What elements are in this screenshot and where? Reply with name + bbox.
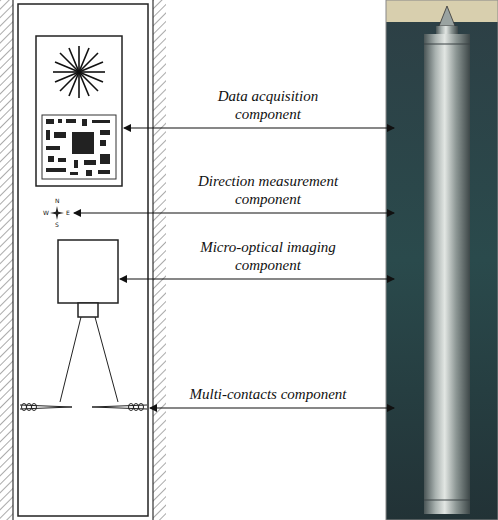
component-label: Multi-contacts component	[158, 385, 378, 403]
compass-letter: S	[55, 222, 59, 228]
compass-letter: N	[55, 198, 60, 204]
compass-letter: W	[43, 210, 49, 216]
component-label: Micro-optical imaging component	[183, 238, 353, 274]
compass-letter: E	[66, 210, 70, 216]
component-label: Direction measurement component	[183, 172, 353, 208]
component-label: Data acquisition component	[193, 87, 343, 123]
